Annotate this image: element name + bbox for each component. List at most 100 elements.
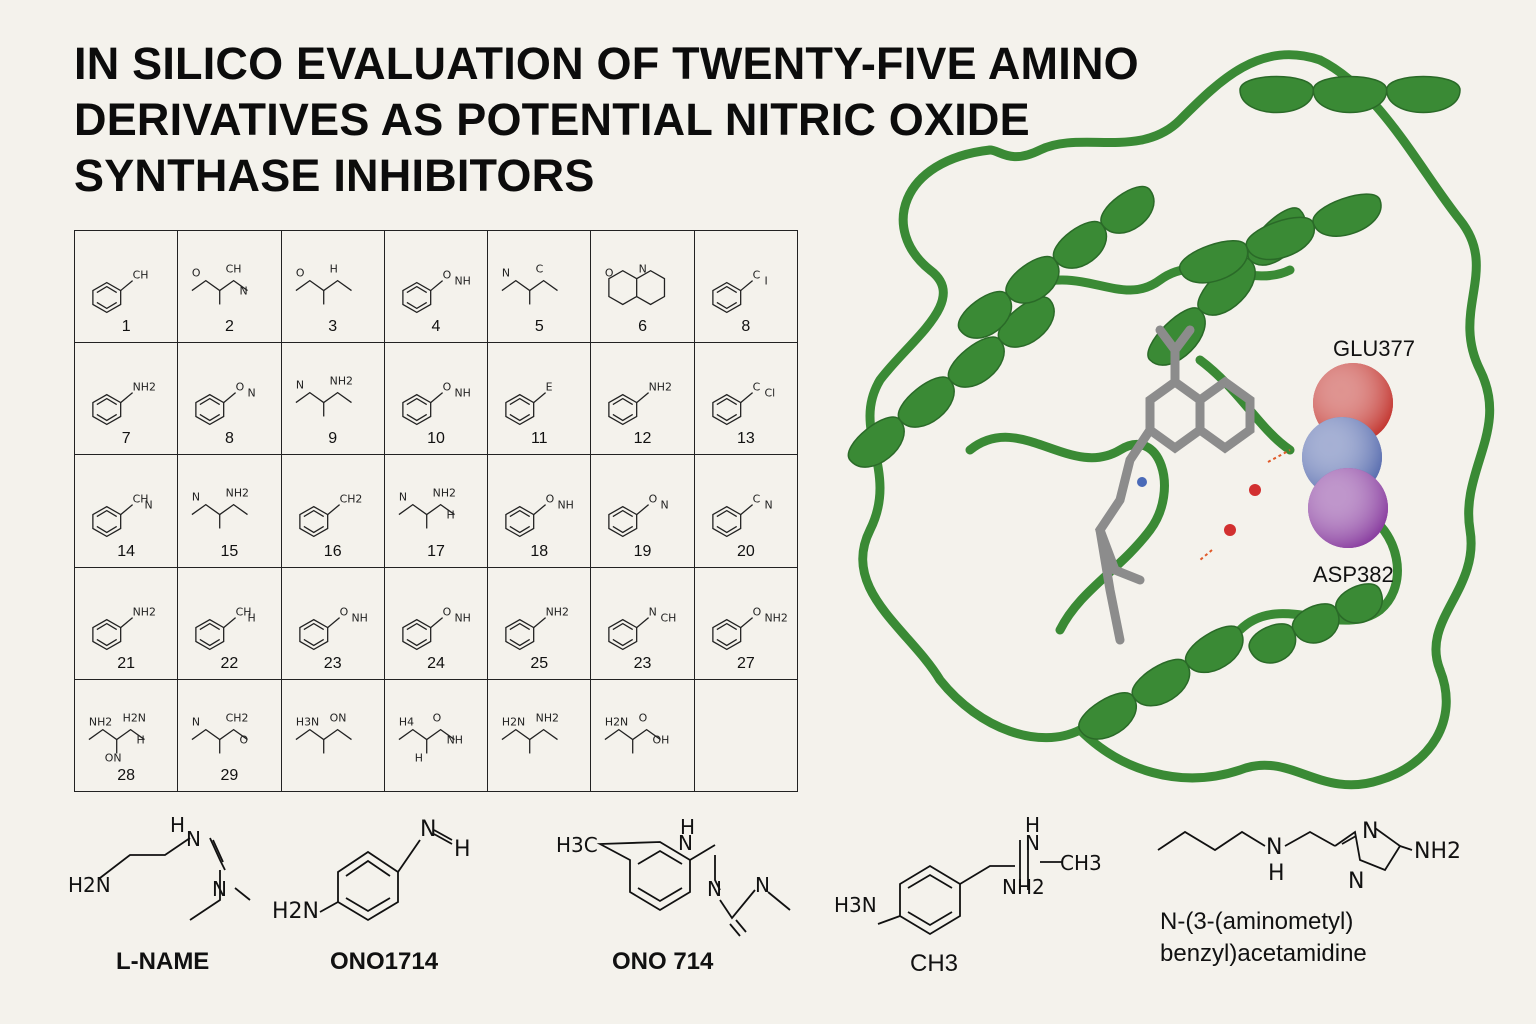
atom-label: NH2 bbox=[226, 487, 249, 500]
compound-cell: H2N NH2 bbox=[488, 679, 592, 792]
atom-label: CH bbox=[226, 263, 242, 276]
ch3-atom-nh2: NH2 bbox=[1002, 875, 1045, 899]
ring-bond bbox=[711, 394, 742, 426]
atom-label: H bbox=[137, 733, 145, 746]
helix-turn bbox=[1078, 692, 1137, 740]
atom-label: NH bbox=[454, 275, 470, 288]
compound-number: 9 bbox=[328, 430, 338, 448]
compound-structure: NH2 bbox=[608, 381, 672, 426]
ring-bond bbox=[608, 394, 638, 426]
compound-structure: NH2 bbox=[92, 605, 156, 650]
reference-ch3: H N CH3 NH2 H3N CH3 bbox=[830, 800, 1120, 1024]
ring-double-bond bbox=[612, 510, 634, 534]
atom-label: H4 bbox=[399, 715, 414, 728]
atom-label: N bbox=[661, 499, 669, 512]
compound-number: 23 bbox=[323, 654, 342, 672]
compound-number: 20 bbox=[736, 542, 755, 560]
compound-structure: H3N ON bbox=[295, 711, 352, 754]
atom-label: N bbox=[764, 499, 772, 512]
ring-bond bbox=[711, 618, 742, 650]
reference-name-ono1714: ONO1714 bbox=[330, 948, 439, 975]
residue-label-asp382: ASP382 bbox=[1313, 562, 1394, 587]
compound-structure: CHH bbox=[195, 605, 256, 650]
reference-ono1714: N H H2N ONO1714 bbox=[268, 800, 488, 1024]
side-chain-bond bbox=[120, 504, 134, 516]
side-chain-bond bbox=[223, 616, 237, 628]
compound-structure bbox=[695, 680, 797, 791]
compound-number: 3 bbox=[328, 318, 338, 336]
ring-bond bbox=[402, 394, 432, 426]
ono714-atom-n3: N bbox=[755, 873, 770, 897]
side-chain-bond bbox=[120, 280, 134, 292]
title-line-2: DERIVATIVES AS POTENTIAL NITRIC OXIDE bbox=[74, 94, 1030, 145]
atom-label: H3N bbox=[295, 715, 318, 728]
compound-structure: NH2 bbox=[505, 605, 569, 650]
compound-cell bbox=[694, 679, 798, 792]
atom-label: O bbox=[295, 267, 304, 280]
title-line-1: IN SILICO EVALUATION OF TWENTY-FIVE AMIN… bbox=[74, 38, 1139, 89]
atom-label: O bbox=[649, 493, 658, 506]
atom-label: CH bbox=[133, 269, 149, 282]
helix-turn bbox=[1005, 255, 1060, 304]
acetamidine-atom-n3: N bbox=[1348, 869, 1364, 894]
atom-label: N bbox=[192, 715, 200, 728]
atom-label: CH bbox=[236, 605, 252, 618]
ch3-structure: H N CH3 NH2 H3N bbox=[834, 813, 1102, 936]
atom-label: H bbox=[446, 509, 454, 522]
helix-turn bbox=[1245, 216, 1316, 261]
l-name-structure: H N H2N N bbox=[68, 813, 251, 921]
ono714-atom-h3c: H3C bbox=[556, 833, 598, 857]
compound-structure: E bbox=[505, 381, 553, 426]
side-chain-bond bbox=[326, 616, 340, 628]
hydrogen-bond-indicator bbox=[1267, 449, 1291, 463]
chain-bond bbox=[295, 279, 352, 292]
side-chain-bond bbox=[636, 504, 650, 516]
atom-label: NH2 bbox=[546, 605, 569, 618]
atom-label: H2N bbox=[123, 711, 146, 724]
atom-label: NH bbox=[454, 387, 470, 400]
ring-double-bond bbox=[716, 285, 737, 310]
compound-number: 6 bbox=[638, 318, 648, 336]
ring-bond bbox=[195, 394, 225, 426]
atom-label: O bbox=[240, 733, 249, 746]
atom-label: CH bbox=[661, 611, 677, 624]
ring-bond bbox=[402, 618, 432, 650]
compound-number: 2 bbox=[224, 318, 234, 336]
atom-label: N bbox=[240, 285, 248, 298]
atom-label: NH2 bbox=[536, 711, 559, 724]
helix-turn bbox=[1291, 603, 1340, 644]
chain-bond bbox=[295, 728, 352, 741]
atom-label: NH2 bbox=[329, 375, 352, 388]
compound-structure: CH bbox=[92, 269, 149, 314]
chain-bond bbox=[501, 728, 559, 741]
ring-bond bbox=[711, 506, 742, 538]
atom-label: ON bbox=[329, 711, 346, 724]
side-chain-bond bbox=[120, 616, 134, 628]
acetamidine-atom-n2: N bbox=[1362, 819, 1378, 844]
title-line-3: SYNTHASE INHIBITORS bbox=[74, 150, 595, 201]
ring-double-bond bbox=[96, 398, 118, 422]
side-chain-bond bbox=[533, 504, 547, 516]
atom-label: O bbox=[639, 711, 648, 724]
atom-label: H2N bbox=[502, 715, 525, 728]
compound-number: 8 bbox=[224, 430, 234, 448]
